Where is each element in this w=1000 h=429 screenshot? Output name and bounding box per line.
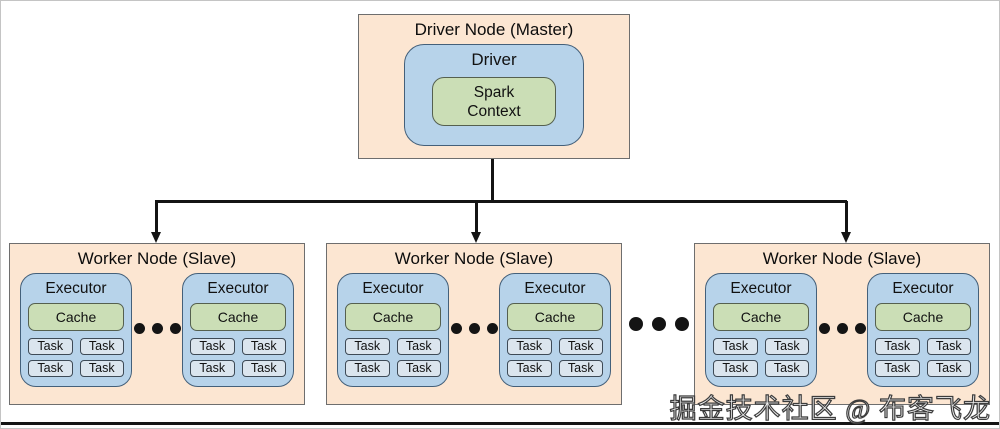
- driver-label: Driver: [471, 50, 517, 69]
- driver-node-box: Driver Node (Master) Driver Spark Contex…: [358, 14, 630, 159]
- driver-box: Driver Spark Context: [404, 44, 584, 146]
- executor-box: Executor Cache Task Task Task Task: [182, 273, 294, 387]
- ellipsis-icon: [450, 323, 498, 334]
- executor-box: Executor Cache Task Task Task Task: [20, 273, 132, 387]
- executor-box: Executor Cache Task Task Task Task: [337, 273, 449, 387]
- task-box: Task: [396, 360, 441, 377]
- task-grid: Task Task Task Task: [875, 338, 971, 377]
- task-box: Task: [507, 338, 552, 355]
- executor-box: Executor Cache Task Task Task Task: [499, 273, 611, 387]
- task-box: Task: [764, 338, 809, 355]
- spark-context-line2: Context: [467, 102, 521, 120]
- task-box: Task: [926, 360, 971, 377]
- executor-label: Executor: [362, 280, 424, 297]
- task-box: Task: [28, 338, 73, 355]
- arrowhead-icon: [471, 232, 481, 243]
- arrowhead-icon: [841, 232, 851, 243]
- executor-label: Executor: [207, 280, 269, 297]
- task-box: Task: [190, 338, 235, 355]
- ellipsis-icon: [629, 317, 689, 331]
- task-grid: Task Task Task Task: [28, 338, 124, 377]
- task-box: Task: [190, 360, 235, 377]
- worker-body: Executor Cache Task Task Task Task Execu…: [10, 273, 304, 387]
- cache-box: Cache: [190, 303, 286, 331]
- task-box: Task: [507, 360, 552, 377]
- executor-label: Executor: [45, 280, 107, 297]
- task-box: Task: [79, 338, 124, 355]
- task-box: Task: [241, 360, 286, 377]
- task-box: Task: [79, 360, 124, 377]
- task-box: Task: [28, 360, 73, 377]
- worker-node-title: Worker Node (Slave): [762, 249, 922, 268]
- worker-body: Executor Cache Task Task Task Task Execu…: [695, 273, 989, 387]
- task-box: Task: [713, 338, 758, 355]
- connector-vertical-worker-3: [845, 201, 848, 233]
- task-box: Task: [875, 360, 920, 377]
- task-box: Task: [926, 338, 971, 355]
- cache-box: Cache: [875, 303, 971, 331]
- task-grid: Task Task Task Task: [507, 338, 603, 377]
- task-box: Task: [345, 338, 390, 355]
- connector-horizontal: [155, 200, 847, 203]
- executor-box: Executor Cache Task Task Task Task: [867, 273, 979, 387]
- task-box: Task: [558, 338, 603, 355]
- executor-label: Executor: [524, 280, 586, 297]
- task-box: Task: [396, 338, 441, 355]
- task-box: Task: [241, 338, 286, 355]
- cache-box: Cache: [713, 303, 809, 331]
- executor-label: Executor: [892, 280, 954, 297]
- ellipsis-icon: [133, 323, 181, 334]
- connector-vertical-worker-2: [475, 201, 478, 233]
- task-grid: Task Task Task Task: [190, 338, 286, 377]
- task-box: Task: [875, 338, 920, 355]
- cache-box: Cache: [507, 303, 603, 331]
- worker-node-box-2: Worker Node (Slave) Executor Cache Task …: [326, 243, 622, 405]
- driver-node-title: Driver Node (Master): [414, 20, 574, 39]
- spark-context-line1: Spark: [473, 83, 515, 101]
- executor-label: Executor: [730, 280, 792, 297]
- connector-vertical-worker-1: [155, 201, 158, 233]
- cache-box: Cache: [28, 303, 124, 331]
- task-grid: Task Task Task Task: [713, 338, 809, 377]
- ellipsis-icon: [818, 323, 866, 334]
- worker-node-box-3: Worker Node (Slave) Executor Cache Task …: [694, 243, 990, 405]
- task-box: Task: [713, 360, 758, 377]
- watermark-text: 掘金技术社区 @ 布客飞龙: [669, 393, 991, 424]
- task-grid: Task Task Task Task: [345, 338, 441, 377]
- connector-vertical-driver: [491, 159, 494, 201]
- worker-node-title: Worker Node (Slave): [77, 249, 237, 268]
- executor-box: Executor Cache Task Task Task Task: [705, 273, 817, 387]
- cache-box: Cache: [345, 303, 441, 331]
- task-box: Task: [764, 360, 809, 377]
- worker-node-box-1: Worker Node (Slave) Executor Cache Task …: [9, 243, 305, 405]
- spark-context-box: Spark Context: [432, 77, 556, 126]
- arrowhead-icon: [151, 232, 161, 243]
- worker-node-title: Worker Node (Slave): [394, 249, 554, 268]
- bottom-divider: [1, 422, 999, 425]
- task-box: Task: [558, 360, 603, 377]
- task-box: Task: [345, 360, 390, 377]
- worker-body: Executor Cache Task Task Task Task Execu…: [327, 273, 621, 387]
